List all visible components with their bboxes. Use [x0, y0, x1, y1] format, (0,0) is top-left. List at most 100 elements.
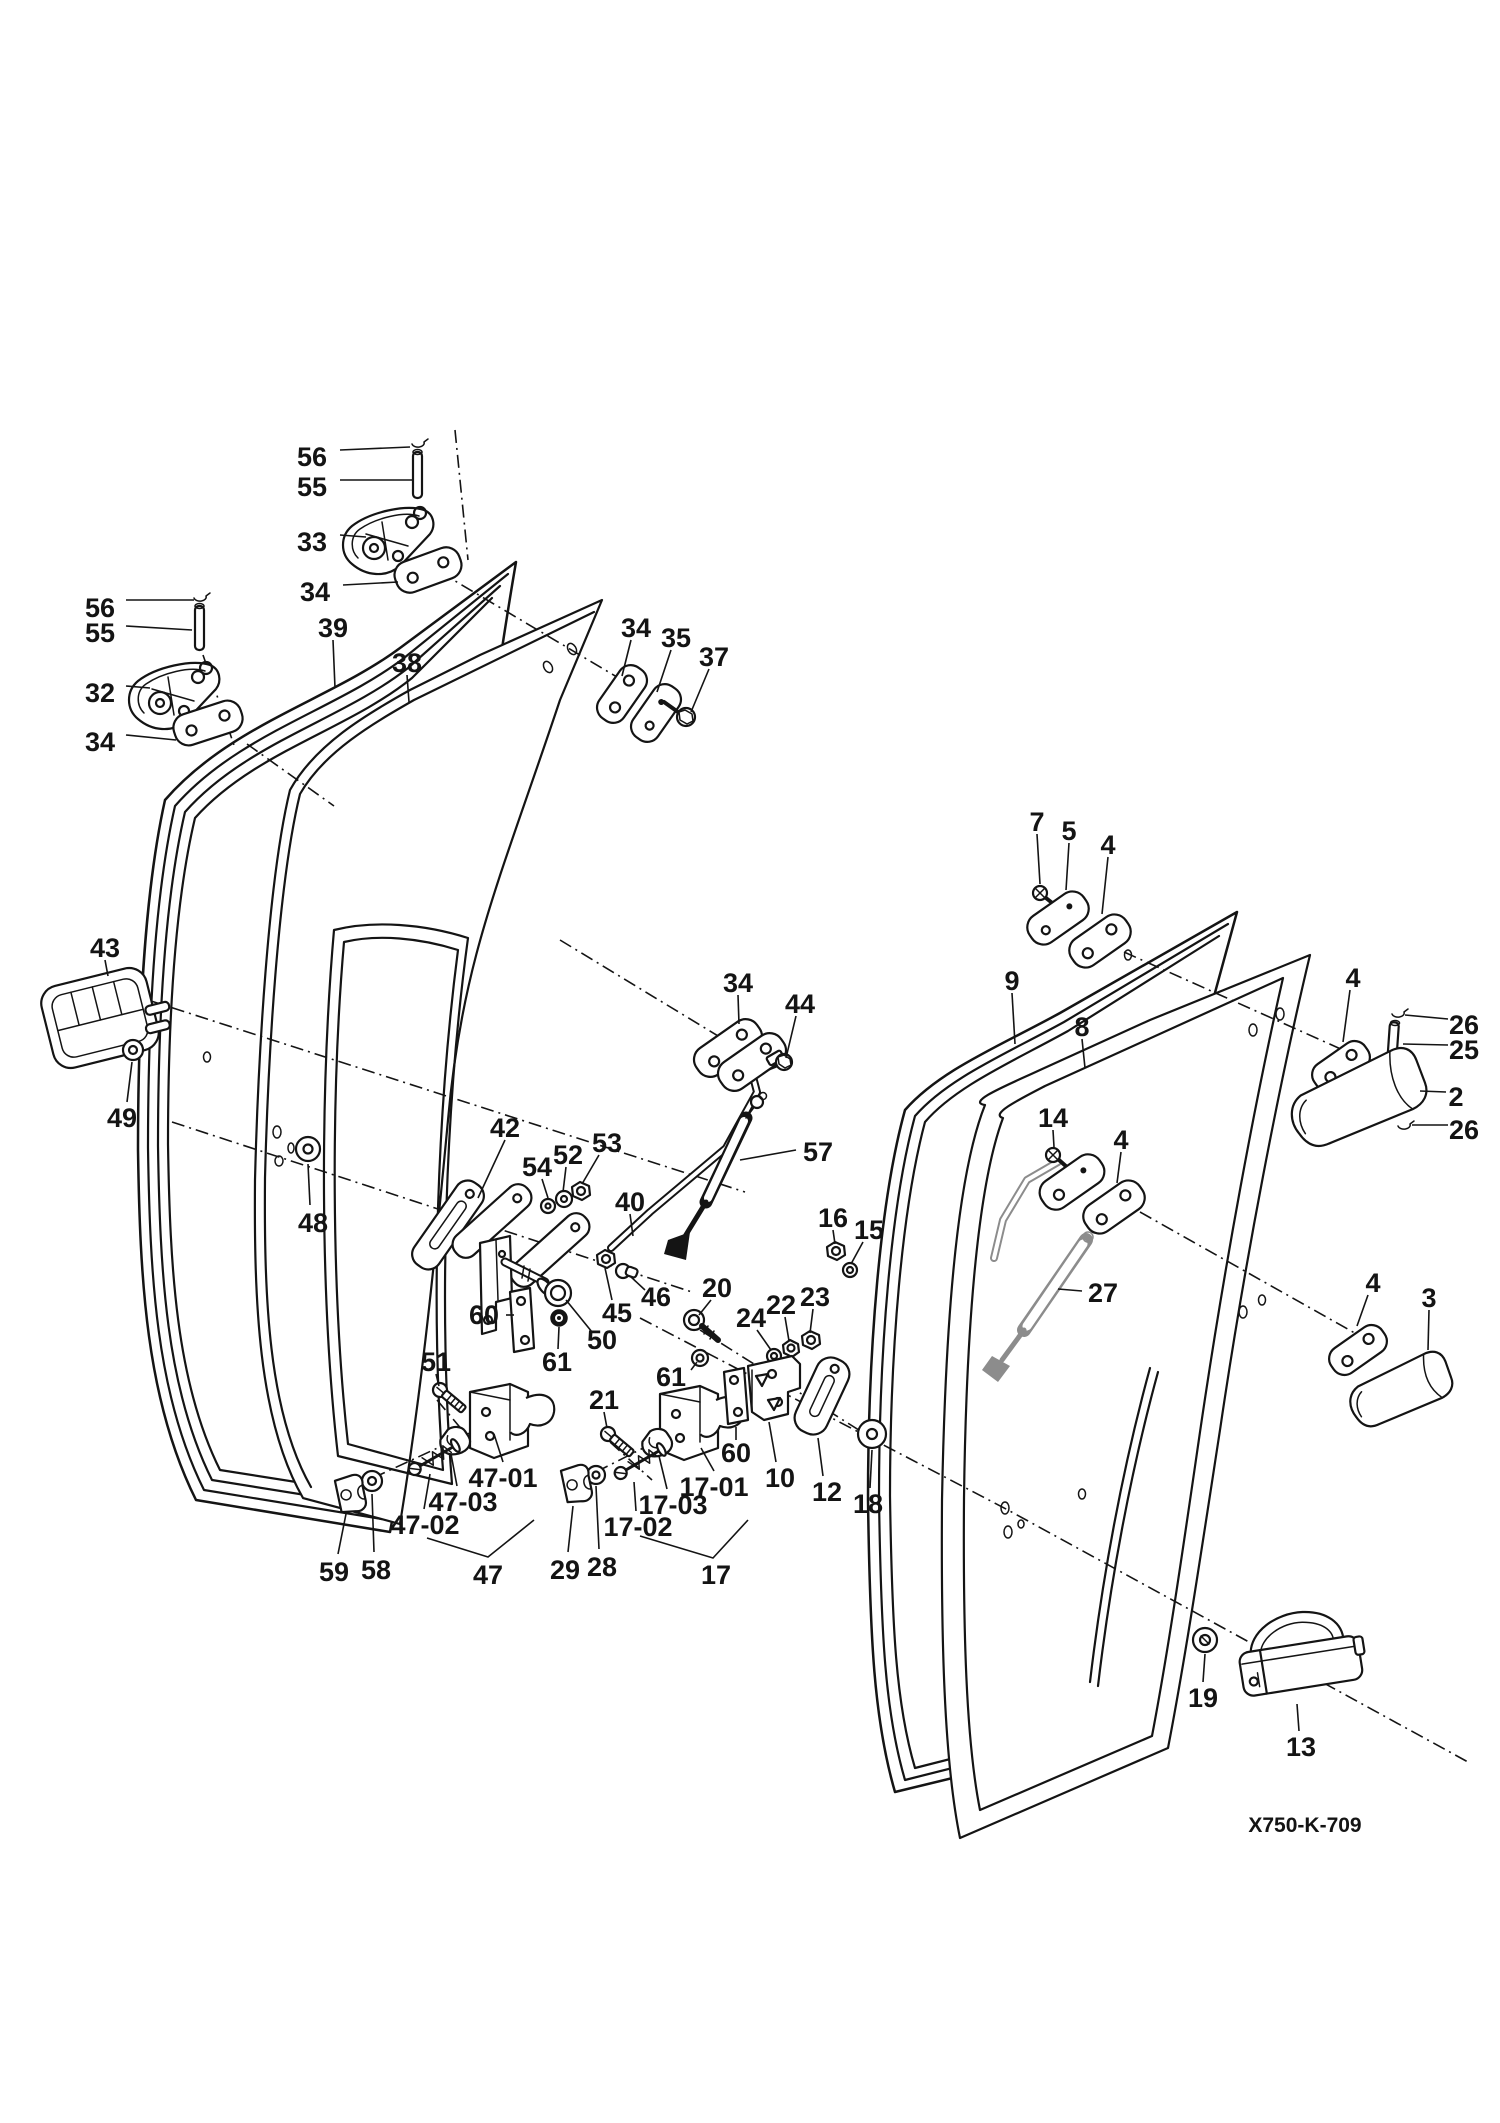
leader-line-4 [1101, 856, 1109, 915]
callout-17-03: 17-03 [638, 1490, 707, 1520]
bolt-37 [662, 700, 697, 728]
leader-line-53 [581, 1154, 600, 1185]
leader-line-14 [1052, 1129, 1055, 1148]
callout-4: 4 [1365, 1268, 1380, 1298]
nut-45 [595, 1248, 617, 1270]
leader-line-34 [621, 639, 632, 677]
snap-clip-56-top [411, 438, 429, 448]
leader-line-47-03 [450, 1453, 458, 1487]
mounting-plate-34-left [172, 699, 244, 747]
callout-56: 56 [297, 442, 327, 472]
callout-47-02: 47-02 [390, 1510, 459, 1540]
leader-line-8 [1081, 1038, 1086, 1069]
bolt-51 [431, 1381, 467, 1414]
callout-10: 10 [765, 1463, 795, 1493]
mounting-plate-4-top [1068, 913, 1132, 969]
callout-7: 7 [1029, 807, 1044, 837]
callout-23: 23 [800, 1282, 830, 1312]
leader-line-17-01 [700, 1447, 715, 1472]
callout-25: 25 [1449, 1035, 1479, 1065]
leader-line-22 [784, 1316, 790, 1342]
callout-42: 42 [490, 1113, 520, 1143]
bolt-44 [765, 1049, 794, 1072]
nut-61-left [550, 1309, 568, 1327]
hinge-cover-2 [1290, 1047, 1428, 1147]
callout-53: 53 [592, 1128, 622, 1158]
slotted-plate-12 [793, 1356, 851, 1436]
leader-line-61 [557, 1326, 560, 1350]
callout-47: 47 [473, 1560, 503, 1590]
leader-line-32 [125, 685, 151, 689]
door-stay-rod-gray [990, 1158, 1062, 1262]
callout-27: 27 [1088, 1278, 1118, 1308]
callout-34: 34 [621, 613, 651, 643]
hinge-cover-3 [1349, 1350, 1454, 1428]
mounting-plate-14-pair [1038, 1153, 1106, 1211]
leader-line-38 [406, 674, 410, 703]
callout-17-01: 17-01 [679, 1472, 748, 1502]
plate-60-right [722, 1366, 750, 1426]
leader-line-21 [603, 1411, 608, 1429]
mounting-plate-5 [1026, 890, 1090, 946]
callout-4: 4 [1345, 963, 1360, 993]
callout-44: 44 [785, 989, 815, 1019]
callout-56: 56 [85, 593, 115, 623]
mounting-plate-4-mid [1082, 1179, 1146, 1235]
leader-line-45 [604, 1267, 613, 1301]
callout-50: 50 [587, 1325, 617, 1355]
leader-line-7 [1036, 833, 1041, 885]
leader-line-4 [1356, 1294, 1369, 1327]
callout-21: 21 [589, 1385, 619, 1415]
callout-33: 33 [297, 527, 327, 557]
callout-34: 34 [85, 727, 115, 757]
leader-line-10 [768, 1421, 777, 1463]
gas-spring-57 [664, 1091, 768, 1260]
callout-38: 38 [392, 648, 422, 678]
callout-40: 40 [615, 1187, 645, 1217]
washer-54 [539, 1197, 557, 1215]
leader-line-17-03 [658, 1455, 668, 1490]
callout-55: 55 [297, 472, 327, 502]
callout-57: 57 [803, 1137, 833, 1167]
callout-54: 54 [522, 1152, 552, 1182]
nut-53 [570, 1180, 592, 1202]
leader-lines [104, 446, 1449, 1732]
leader-line-40 [629, 1213, 634, 1237]
leader-line-17 [639, 1519, 749, 1559]
callout-47-01: 47-01 [468, 1463, 537, 1493]
grommet-19 [1191, 1626, 1219, 1654]
leader-line-52 [562, 1166, 567, 1193]
callout-43: 43 [90, 933, 120, 963]
callout-13: 13 [1286, 1732, 1316, 1762]
callout-58: 58 [361, 1555, 391, 1585]
washer-52 [554, 1189, 574, 1209]
leader-line-29 [567, 1505, 574, 1553]
washer-15 [841, 1261, 859, 1279]
callout-3: 3 [1421, 1283, 1436, 1313]
nut-16 [825, 1240, 847, 1262]
leader-line-25 [1402, 1043, 1449, 1046]
leader-line-58 [371, 1493, 375, 1553]
callout-16: 16 [818, 1203, 848, 1233]
leader-line-4 [1116, 1151, 1122, 1184]
outer-handle-13 [1238, 1610, 1366, 1697]
leader-line-49 [126, 1061, 133, 1103]
leader-line-46 [629, 1275, 646, 1291]
callout-20: 20 [702, 1273, 732, 1303]
callout-15: 15 [854, 1215, 884, 1245]
spring-screw-47-02 [407, 1438, 461, 1477]
callout-8: 8 [1074, 1012, 1089, 1042]
leader-line-12 [817, 1437, 824, 1477]
bolt-21 [599, 1425, 635, 1458]
gas-spring-27 [982, 1224, 1100, 1382]
washer-18 [856, 1418, 888, 1450]
callout-26: 26 [1449, 1115, 1479, 1145]
leader-line-57 [739, 1149, 797, 1161]
leader-line-47 [426, 1519, 535, 1558]
callout-14: 14 [1038, 1103, 1068, 1133]
leader-line-23 [809, 1308, 814, 1334]
snap-clip-26-top [1391, 1008, 1409, 1018]
leader-line-13 [1296, 1703, 1300, 1732]
